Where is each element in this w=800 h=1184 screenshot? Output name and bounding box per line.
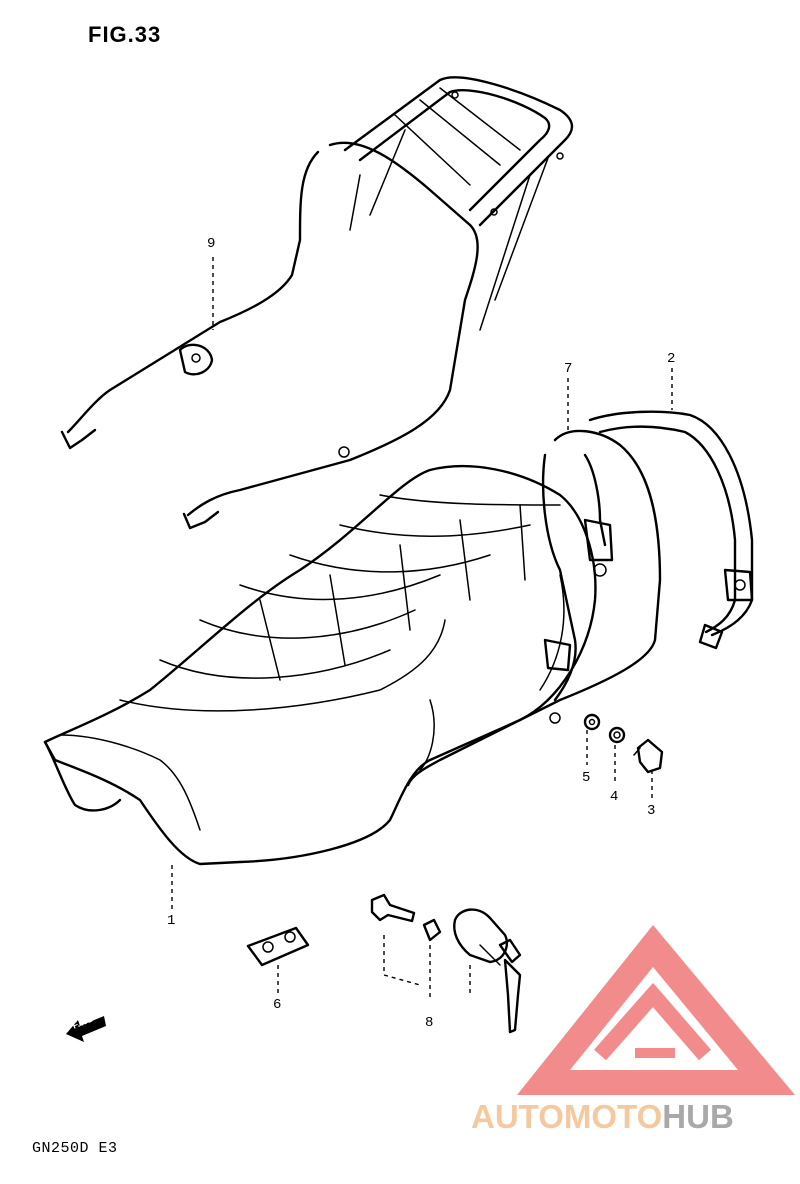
seat	[43, 464, 597, 866]
model-code: GN250D E3	[32, 1140, 118, 1157]
callout-bolt: 3	[647, 803, 656, 819]
seat-strap	[588, 410, 754, 650]
carrier-rack	[60, 76, 574, 530]
watermark-brand-part-a: AUTOMOTO	[471, 1098, 663, 1135]
figure-title: FIG.33	[88, 22, 162, 47]
callout-grab-bar: 7	[564, 361, 573, 377]
callout-cushion: 5	[582, 770, 591, 786]
callout-seat-hinge-plate: 6	[273, 997, 282, 1013]
callout-seat-strap: 2	[667, 351, 676, 367]
callout-carrier: 9	[207, 236, 216, 252]
seat-hinge-plate	[246, 926, 310, 967]
watermark-brand: AUTOMOTOHUB	[471, 1098, 734, 1136]
small-hardware	[583, 713, 664, 774]
callout-leaders	[171, 257, 673, 995]
callout-seat: 1	[167, 913, 176, 929]
watermark-logo-icon	[517, 925, 795, 1095]
watermark-brand-part-b: HUB	[662, 1098, 734, 1135]
callout-washer: 4	[610, 789, 619, 805]
bolt-set	[370, 893, 522, 1034]
forward-arrow-icon	[66, 1016, 106, 1042]
grab-bar	[406, 429, 662, 787]
callout-bolt-set: 8	[425, 1015, 434, 1031]
